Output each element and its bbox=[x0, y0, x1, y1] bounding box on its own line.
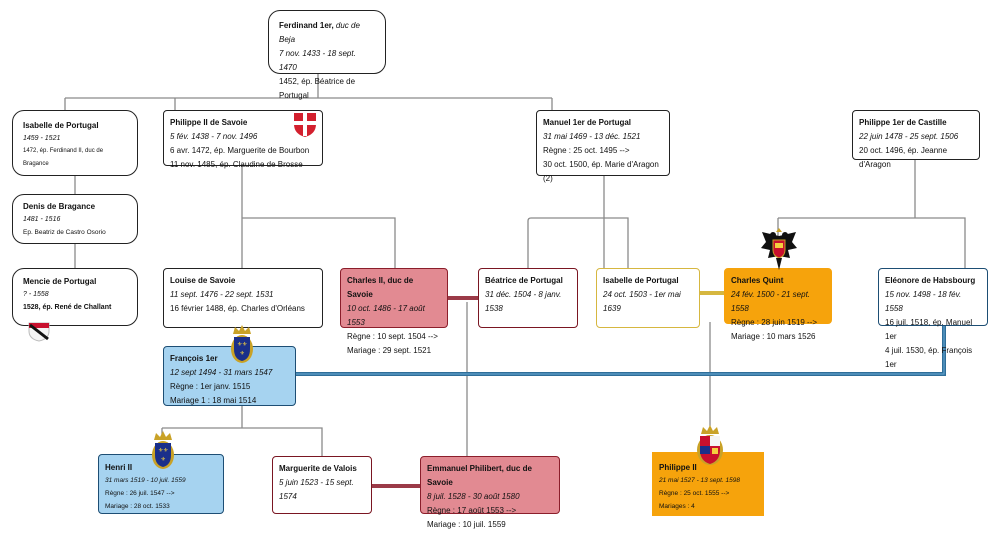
person-charles-ii-savoie[interactable]: Charles II, duc de Savoie 10 oct. 1486 -… bbox=[340, 268, 448, 355]
person-isabelle-1503[interactable]: Isabelle de Portugal 24 oct. 1503 - 1er … bbox=[596, 268, 700, 328]
person-info: 4 juil. 1530, ép. François 1er bbox=[885, 346, 973, 369]
person-info: 16 février 1488, ép. Charles d'Orléans bbox=[170, 304, 305, 313]
person-info: 20 oct. 1496, ép. Jeanne d'Aragon bbox=[859, 146, 948, 169]
person-name: Emmanuel Philibert, duc de Savoie bbox=[427, 464, 532, 487]
person-name: Béatrice de Portugal bbox=[485, 276, 563, 285]
person-dates: 1459 - 1521 bbox=[23, 135, 61, 142]
line-francois-bar bbox=[162, 427, 323, 456]
person-info: Règne : 28 juin 1519 --> bbox=[731, 318, 818, 327]
person-marguerite-valois[interactable]: Marguerite de Valois 5 juin 1523 - 15 se… bbox=[272, 456, 372, 514]
svg-text:⚜: ⚜ bbox=[240, 350, 245, 357]
savoie-coat-of-arms-icon bbox=[294, 113, 316, 137]
person-name: Marguerite de Valois bbox=[279, 464, 357, 473]
person-manuel[interactable]: Manuel 1er de Portugal 31 mai 1469 - 13 … bbox=[536, 110, 670, 183]
person-info: 6 avr. 1472, ép. Marguerite de Bourbon bbox=[170, 146, 310, 155]
person-charles-quint[interactable]: Charles Quint 24 fév. 1500 - 21 sept. 15… bbox=[724, 268, 832, 341]
person-info: 1452, ép. Béatrice de Portugal bbox=[279, 77, 356, 100]
person-info: Règne : 1er janv. 1515 bbox=[170, 382, 251, 391]
person-dates: 15 nov. 1498 - 18 fév. 1558 bbox=[885, 290, 962, 313]
person-dates: 5 fév. 1438 - 7 nov. 1496 bbox=[170, 132, 258, 141]
person-dates: 31 mars 1519 - 10 juil. 1559 bbox=[105, 477, 186, 484]
person-name: Denis de Bragance bbox=[23, 202, 96, 211]
person-info: Mariage : 28 oct. 1533 bbox=[105, 503, 170, 510]
person-name: Isabelle de Portugal bbox=[23, 121, 99, 130]
person-dates: 1481 - 1516 bbox=[23, 216, 61, 223]
person-dates: 22 juin 1478 - 25 sept. 1506 bbox=[859, 132, 959, 141]
svg-text:⚜: ⚜ bbox=[237, 341, 242, 348]
person-info: Règne : 26 juil. 1547 --> bbox=[105, 490, 175, 497]
person-francois-1er[interactable]: François 1er 12 sept 1494 - 31 mars 1547… bbox=[163, 346, 296, 406]
person-dates: 21 mai 1527 - 13 sept. 1598 bbox=[659, 477, 740, 484]
svg-text:⚜: ⚜ bbox=[158, 447, 163, 454]
line-castille-bar bbox=[778, 217, 966, 268]
person-philippe-savoie[interactable]: Philippe II de Savoie 5 fév. 1438 - 7 no… bbox=[163, 110, 323, 169]
france-coat-of-arms-icon: ⚜ ⚜ ⚜ bbox=[152, 431, 174, 469]
person-info: Règne : 17 août 1553 --> bbox=[427, 506, 517, 515]
person-info: 11 nov. 1485, ép. Claudine de Brosse bbox=[170, 160, 303, 169]
person-mencie[interactable]: Mencie de Portugal ? - 1558 1528, ép. Re… bbox=[12, 268, 138, 326]
person-dates: 24 fév. 1500 - 21 sept. 1558 bbox=[731, 290, 811, 313]
spain-coat-of-arms-icon bbox=[697, 425, 723, 465]
person-info: Règne : 10 sept. 1504 --> bbox=[347, 332, 438, 341]
person-title: duc de Beja bbox=[279, 21, 360, 44]
person-name: Ferdinand 1er, bbox=[279, 21, 336, 30]
france-coat-of-arms-icon: ⚜ ⚜ ⚜ bbox=[231, 325, 253, 363]
person-name: Mencie de Portugal bbox=[23, 277, 97, 286]
person-info: Mariage : 29 sept. 1521 bbox=[347, 346, 432, 355]
person-dates: 5 juin 1523 - 15 sept. 1574 bbox=[279, 478, 354, 501]
person-dates: 7 nov. 1433 - 18 sept. 1470 bbox=[279, 49, 356, 72]
line-manuel-right bbox=[604, 217, 629, 268]
person-info: Mariage : 10 mars 1526 bbox=[731, 332, 816, 341]
person-dates: 11 sept. 1476 - 22 sept. 1531 bbox=[170, 290, 274, 299]
person-info: Règne : 25 oct. 1555 --> bbox=[659, 490, 730, 497]
person-denis[interactable]: Denis de Bragance 1481 - 1516 Ep. Beatri… bbox=[12, 194, 138, 244]
person-name: Henri II bbox=[105, 463, 133, 472]
person-emmanuel-philibert[interactable]: Emmanuel Philibert, duc de Savoie 8 juil… bbox=[420, 456, 560, 529]
person-name: Philippe II bbox=[659, 463, 697, 472]
person-name: Philippe II de Savoie bbox=[170, 118, 248, 127]
person-name: Manuel 1er de Portugal bbox=[543, 118, 632, 127]
person-eleonore[interactable]: Eléonore de Habsbourg 15 nov. 1498 - 18 … bbox=[878, 268, 988, 369]
svg-text:⚜: ⚜ bbox=[161, 456, 166, 463]
person-info: Mariages : 4 bbox=[659, 503, 695, 510]
person-name: Eléonore de Habsbourg bbox=[885, 276, 976, 285]
person-dates: 24 oct. 1503 - 1er mai 1639 bbox=[603, 290, 681, 313]
svg-text:⚜: ⚜ bbox=[163, 447, 168, 454]
person-dates: 31 mai 1469 - 13 déc. 1521 bbox=[543, 132, 641, 141]
person-philippe-castille[interactable]: Philippe 1er de Castille 22 juin 1478 - … bbox=[852, 110, 980, 169]
person-dates: ? - 1558 bbox=[23, 291, 49, 298]
challant-coat-of-arms-icon bbox=[28, 322, 50, 342]
person-name: Charles II, duc de Savoie bbox=[347, 276, 414, 299]
person-info: Ep. Beatriz de Castro Osorio bbox=[23, 229, 106, 236]
line-manuel-bar bbox=[527, 217, 605, 268]
person-name: François 1er bbox=[170, 354, 218, 363]
person-dates: 12 sept 1494 - 31 mars 1547 bbox=[170, 368, 273, 377]
person-isabelle-1459[interactable]: Isabelle de Portugal 1459 - 1521 1472, é… bbox=[12, 110, 138, 176]
person-dates: 8 juil. 1528 - 30 août 1580 bbox=[427, 492, 520, 501]
person-info: 1528, ép. René de Challant bbox=[23, 304, 112, 311]
person-name: Charles Quint bbox=[731, 276, 784, 285]
person-info: 30 oct. 1500, ép. Marie d'Aragon (2) bbox=[543, 160, 659, 183]
person-info: Mariage : 10 juil. 1559 bbox=[427, 520, 506, 529]
person-info: Règne : 25 oct. 1495 --> bbox=[543, 146, 630, 155]
person-dates: 10 oct. 1486 - 17 août 1553 bbox=[347, 304, 425, 327]
person-info: Mariage 1 : 18 mai 1514 bbox=[170, 396, 257, 405]
person-name: Isabelle de Portugal bbox=[603, 276, 679, 285]
person-info: 1472, ép. Ferdinand II, duc de Bragance bbox=[23, 148, 104, 167]
person-name: Philippe 1er de Castille bbox=[859, 118, 947, 127]
person-ferdinand[interactable]: Ferdinand 1er, duc de Beja 7 nov. 1433 -… bbox=[268, 10, 386, 100]
person-louise[interactable]: Louise de Savoie 11 sept. 1476 - 22 sept… bbox=[163, 268, 323, 328]
person-name: Louise de Savoie bbox=[170, 276, 236, 285]
imperial-eagle-coat-of-arms-icon bbox=[761, 228, 797, 270]
person-dates: 31 déc. 1504 - 8 janv. 1538 bbox=[485, 290, 562, 313]
svg-text:⚜: ⚜ bbox=[242, 341, 247, 348]
person-beatrice[interactable]: Béatrice de Portugal 31 déc. 1504 - 8 ja… bbox=[478, 268, 578, 328]
person-info: 16 juil. 1518, ép. Manuel 1er bbox=[885, 318, 973, 341]
line-savoie-bar bbox=[242, 217, 396, 268]
